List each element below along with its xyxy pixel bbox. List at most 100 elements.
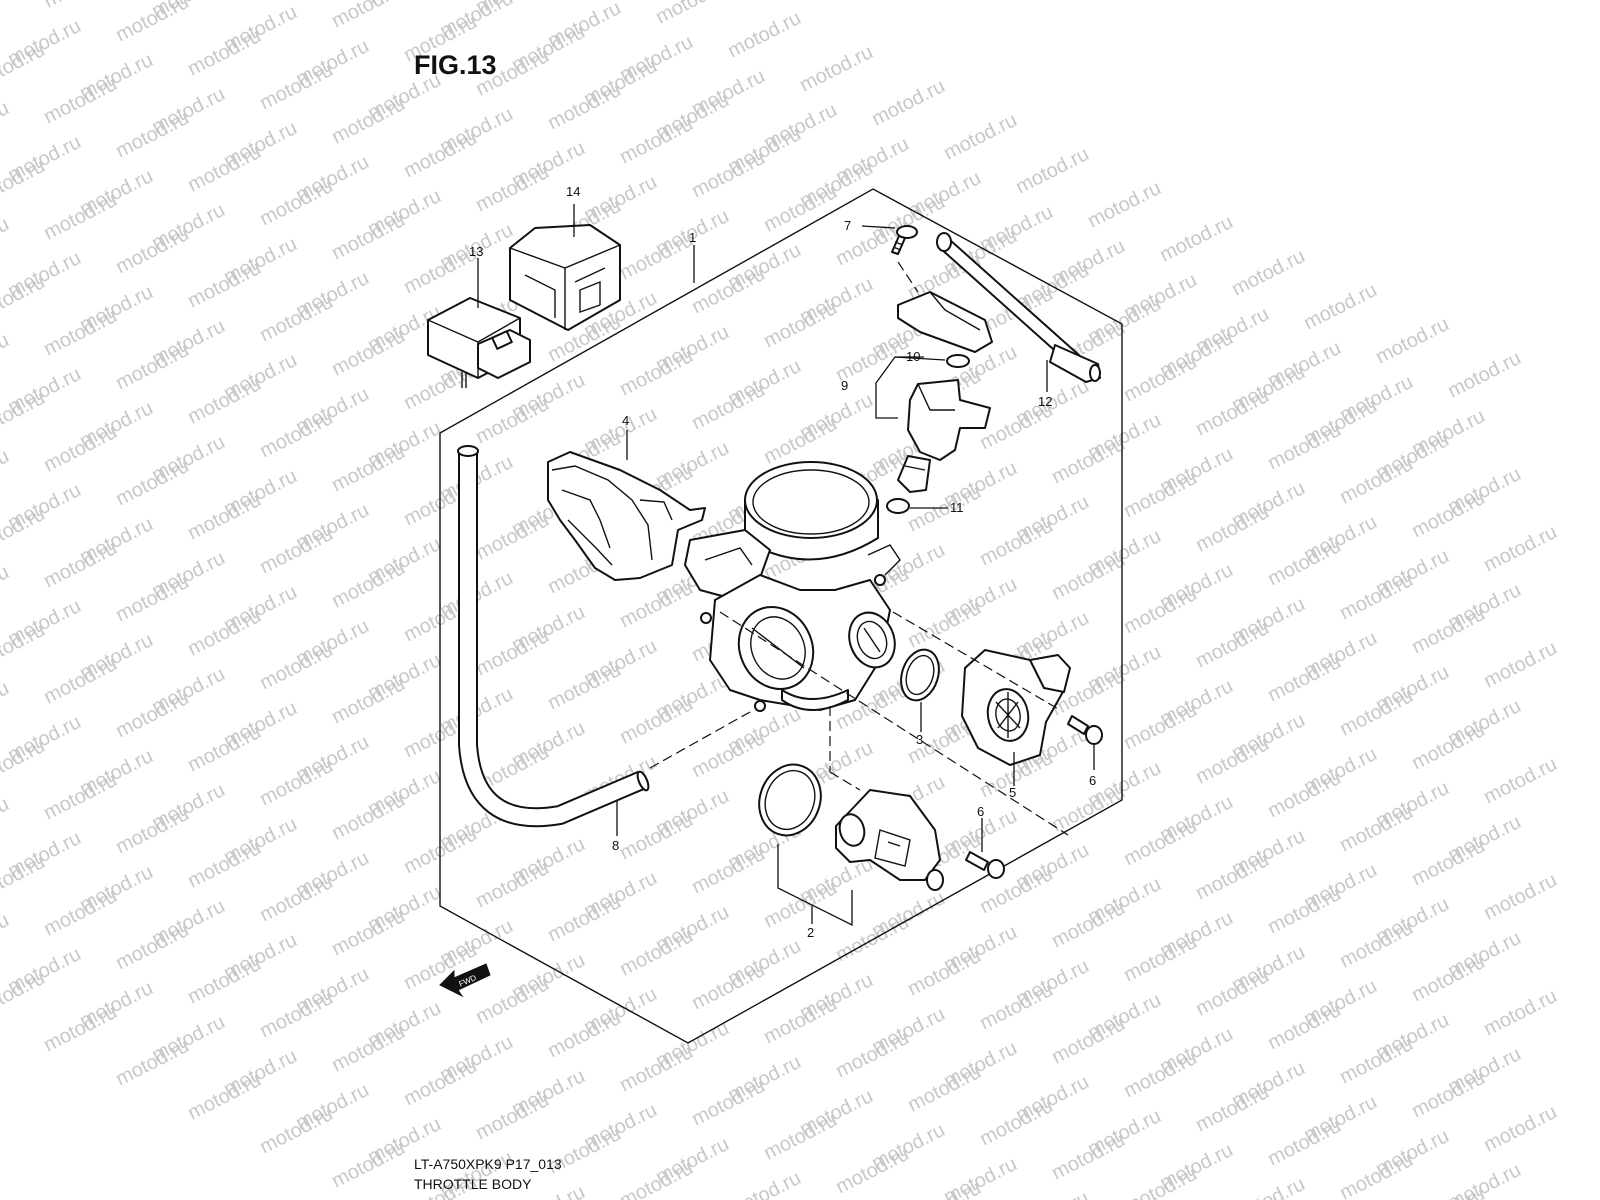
watermark-text: motod.ru <box>1048 781 1128 836</box>
watermark-text: motod.ru <box>1408 951 1488 1006</box>
watermark-text: motod.ru <box>1012 1187 1092 1200</box>
watermark-text: motod.ru <box>1408 1183 1488 1200</box>
watermark-text: motod.ru <box>1012 143 1092 198</box>
watermark-text: motod.ru <box>256 291 336 346</box>
watermark-text: motod.ru <box>1336 685 1416 740</box>
watermark-text: motod.ru <box>976 979 1056 1034</box>
watermark-text: motod.ru <box>1192 733 1272 788</box>
bracket-part-4[interactable] <box>547 451 706 581</box>
watermark-text: motod.ru <box>112 919 192 974</box>
watermark-text: motod.ru <box>256 523 336 578</box>
idle-speed-control-part-2[interactable] <box>749 756 944 891</box>
watermark-text: motod.ru <box>1120 467 1200 522</box>
o-ring-part-3[interactable] <box>895 645 945 706</box>
watermark-text: motod.ru <box>1408 487 1488 542</box>
throttle-body[interactable] <box>684 461 902 712</box>
watermark-text: motod.ru <box>256 1103 336 1158</box>
watermark-text: motod.ru <box>328 441 408 496</box>
watermark-text: motod.ru <box>616 113 696 168</box>
watermark-text: motod.ru <box>1444 347 1524 402</box>
watermark-text: motod.ru <box>184 605 264 660</box>
o-ring-part-10[interactable] <box>946 354 970 368</box>
watermark-text: motod.ru <box>256 59 336 114</box>
watermark-text: motod.ru <box>544 659 624 714</box>
watermark-text: motod.ru <box>1336 453 1416 508</box>
section-name: THROTTLE BODY <box>414 1176 532 1192</box>
watermark-text: motod.ru <box>760 877 840 932</box>
watermark-text: motod.ru <box>1192 501 1272 556</box>
watermark-text: motod.ru <box>796 41 876 96</box>
watermark-text: motod.ru <box>40 885 120 940</box>
watermark-text: motod.ru <box>112 455 192 510</box>
watermark-text: motod.ru <box>256 639 336 694</box>
watermark-text: motod.ru <box>1480 869 1560 924</box>
watermark-text: motod.ru <box>976 1095 1056 1150</box>
watermark-text: motod.ru <box>1372 313 1452 368</box>
watermark-text: motod.ru <box>1120 699 1200 754</box>
watermark-text: motod.ru <box>1336 917 1416 972</box>
hose-part-8[interactable] <box>457 445 651 828</box>
watermark-text: motod.ru <box>688 959 768 1014</box>
watermark-text: motod.ru <box>1336 569 1416 624</box>
watermark-text: motod.ru <box>724 7 804 62</box>
watermark-text: motod.ru <box>544 891 624 946</box>
callout-10: 10 <box>906 349 920 364</box>
callout-3: 3 <box>916 732 923 747</box>
watermark-text: motod.ru <box>832 1143 912 1198</box>
sensor-part-13[interactable] <box>427 297 531 388</box>
watermark-text: motod.ru <box>1264 999 1344 1054</box>
watermark-text: motod.ru <box>616 577 696 632</box>
watermark-text: motod.ru <box>652 0 732 28</box>
watermark-text: motod.ru <box>0 39 49 94</box>
watermark-text: motod.ru <box>1408 1067 1488 1122</box>
watermark-text: motod.ru <box>688 147 768 202</box>
watermark-text: motod.ru <box>256 755 336 810</box>
fuel-pipe-part-12[interactable] <box>897 232 1101 383</box>
watermark-text: motod.ru <box>40 653 120 708</box>
watermark-text: motod.ru <box>184 25 264 80</box>
watermark-text: motod.ru <box>1048 1129 1128 1184</box>
watermark-text: motod.ru <box>328 93 408 148</box>
watermark-text: motod.ru <box>400 939 480 994</box>
watermark-text: motod.ru <box>112 0 192 46</box>
watermark-text: motod.ru <box>472 973 552 1028</box>
watermark-text: motod.ru <box>112 1035 192 1090</box>
watermark-text: motod.ru <box>688 1075 768 1130</box>
screw-part-7[interactable] <box>891 225 918 255</box>
watermark-text: motod.ru <box>0 909 13 964</box>
watermark-text: motod.ru <box>40 421 120 476</box>
watermark-text: motod.ru <box>0 271 49 326</box>
watermark-text: motod.ru <box>1192 849 1272 904</box>
watermark-text: motod.ru <box>688 379 768 434</box>
watermark-text: motod.ru <box>688 727 768 782</box>
throttle-position-sensor-part-5[interactable] <box>961 649 1071 766</box>
watermark-text: motod.ru <box>400 127 480 182</box>
watermark-text: motod.ru <box>688 263 768 318</box>
watermark-text: motod.ru <box>1264 535 1344 590</box>
callout-12: 12 <box>1038 394 1052 409</box>
callout-6b: 6 <box>977 804 984 819</box>
injector-part-9[interactable] <box>897 379 991 493</box>
connector-cover-part-14[interactable] <box>509 224 621 331</box>
seal-part-11[interactable] <box>886 498 910 514</box>
screw-part-6-upper[interactable] <box>1067 715 1103 745</box>
watermark-text: motod.ru <box>256 407 336 462</box>
watermark-text: motod.ru <box>1120 1163 1200 1200</box>
watermark-text: motod.ru <box>400 1055 480 1110</box>
watermark-text: motod.ru <box>616 925 696 980</box>
callout-8: 8 <box>612 838 619 853</box>
watermark-text: motod.ru <box>328 0 408 32</box>
assembly-lines <box>649 611 1069 836</box>
watermark-text: motod.ru <box>184 489 264 544</box>
watermark-text: motod.ru <box>760 297 840 352</box>
watermark-text: motod.ru <box>472 393 552 448</box>
watermark-text: motod.ru <box>832 1027 912 1082</box>
watermark-text: motod.ru <box>688 843 768 898</box>
screw-part-6-lower[interactable] <box>965 851 1005 879</box>
callout-6a: 6 <box>1089 773 1096 788</box>
watermark-text: motod.ru <box>1120 1047 1200 1102</box>
watermark-text: motod.ru <box>472 1089 552 1144</box>
watermark-text: motod.ru <box>616 809 696 864</box>
watermark-text: motod.ru <box>1336 1149 1416 1200</box>
